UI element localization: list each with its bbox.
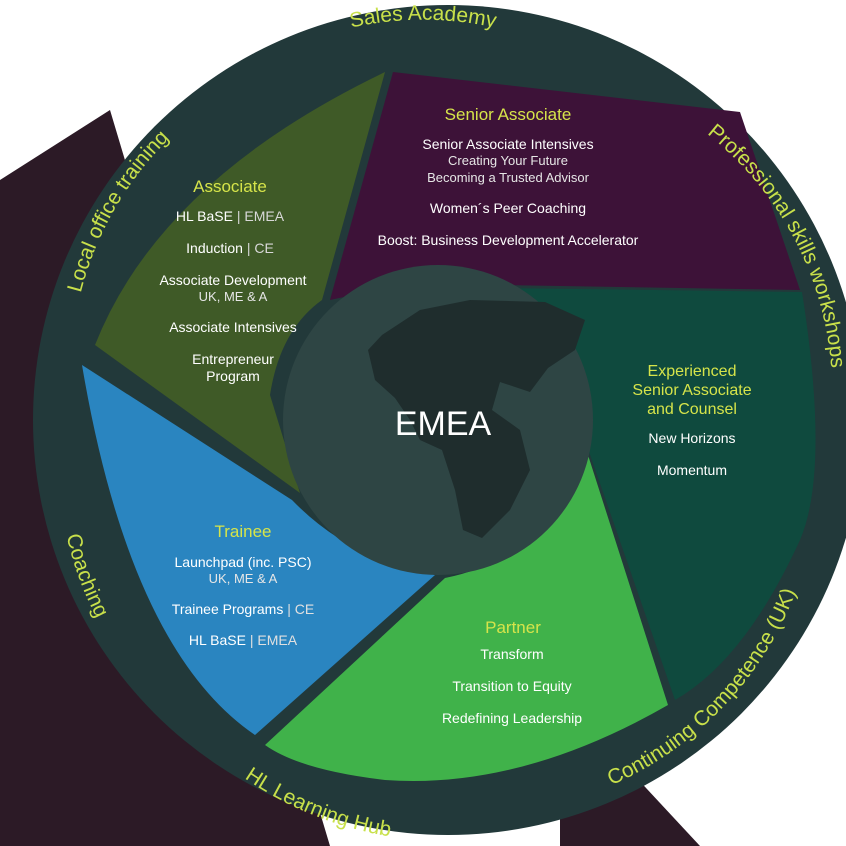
- partner-item: Transform: [480, 646, 543, 662]
- associate-item: Induction | CE: [186, 240, 274, 256]
- associate-subitem: UK, ME & A: [199, 289, 268, 304]
- experienced-item: Momentum: [657, 462, 727, 478]
- senior-associate-subitem: Creating Your Future: [448, 153, 568, 168]
- senior-associate-subitem: Becoming a Trusted Advisor: [427, 170, 590, 185]
- associate-item: Associate Development: [159, 272, 306, 288]
- segment-trainee[interactable]: [82, 365, 435, 735]
- experienced-title: Senior Associate: [632, 382, 751, 399]
- experienced-text: Experienced Senior Associate and Counsel…: [632, 363, 751, 478]
- senior-associate-text: Senior Associate Senior Associate Intens…: [378, 105, 639, 248]
- partner-item: Redefining Leadership: [442, 710, 582, 726]
- trainee-item: Trainee Programs | CE: [172, 601, 314, 617]
- partner-title: Partner: [485, 618, 541, 637]
- partner-text: Partner Transform Transition to Equity R…: [442, 618, 582, 726]
- partner-item: Transition to Equity: [452, 678, 571, 694]
- segment-senior-associate[interactable]: [330, 72, 800, 300]
- senior-associate-title: Senior Associate: [445, 105, 572, 124]
- associate-item: Program: [206, 368, 260, 384]
- associate-text: Associate HL BaSE | EMEA Induction | CE …: [159, 177, 306, 384]
- senior-associate-item: Senior Associate Intensives: [422, 136, 593, 152]
- associate-item: Entrepreneur: [192, 351, 274, 367]
- experienced-title: and Counsel: [647, 401, 737, 418]
- associate-title: Associate: [193, 177, 267, 196]
- trainee-item: HL BaSE | EMEA: [189, 632, 298, 648]
- senior-associate-item: Women´s Peer Coaching: [430, 200, 586, 216]
- trainee-item: Launchpad (inc. PSC): [175, 554, 312, 570]
- experienced-title: Experienced: [648, 363, 737, 380]
- africa-europe-continent-icon: [368, 300, 585, 538]
- associate-item: HL BaSE | EMEA: [176, 208, 285, 224]
- trainee-subitem: UK, ME & A: [209, 571, 278, 586]
- trainee-title: Trainee: [214, 522, 271, 541]
- experienced-item: New Horizons: [648, 430, 735, 446]
- center-label: EMEA: [395, 405, 492, 443]
- senior-associate-item: Boost: Business Development Accelerator: [378, 232, 639, 248]
- segment-partner[interactable]: [265, 455, 668, 782]
- trainee-text: Trainee Launchpad (inc. PSC) UK, ME & A …: [172, 522, 314, 648]
- associate-item: Associate Intensives: [169, 319, 297, 335]
- segment-associate[interactable]: [95, 72, 385, 493]
